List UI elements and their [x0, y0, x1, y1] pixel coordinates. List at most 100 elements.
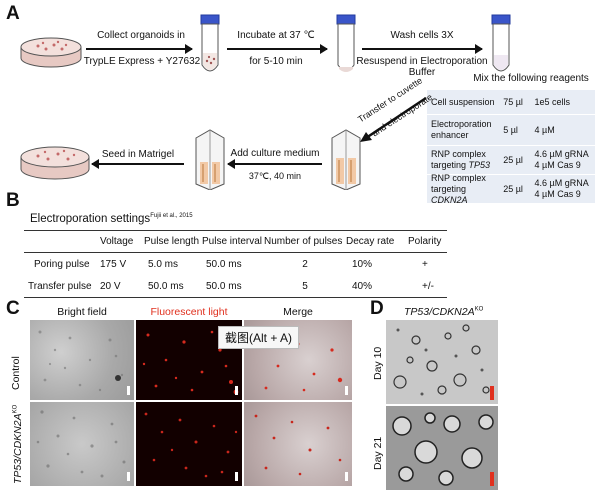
col-title-fluor: Fluorescent light: [150, 306, 228, 318]
step2-line2: for 5-10 min: [249, 56, 303, 67]
tube-icon: [491, 14, 511, 72]
step1-line2: TrypLE Express + Y27632: [83, 56, 201, 67]
header-cell: Decay rate: [346, 235, 395, 247]
reagent-name: RNP complex targeting TP53: [427, 146, 501, 174]
panel-a-label: A: [6, 3, 20, 24]
row-label-control: Control: [10, 356, 22, 390]
arrow-right-1: [86, 44, 193, 54]
image-brightfield-ko: [30, 402, 134, 486]
row-label-ko-sup: KO: [12, 404, 19, 414]
header-cell: Polarity: [408, 235, 442, 247]
row-label: Transfer pulse: [28, 280, 92, 292]
col-title-bright: Bright field: [57, 306, 107, 318]
cell: 2: [302, 258, 308, 270]
arrow-right-2: [227, 44, 328, 54]
reagent-name-text: RNP complex targeting: [431, 149, 486, 170]
culture-line1: Add culture medium: [230, 148, 320, 159]
image-day10: [386, 320, 498, 404]
mix-label: Mix the following reagents: [473, 73, 589, 84]
cell: 50.0 ms: [206, 258, 242, 270]
reagent-volume: 25 µl: [503, 184, 523, 194]
settings-title: Electroporation settingsFujii et al., 20…: [30, 213, 193, 225]
reagent-name-text: RNP complex targeting: [431, 172, 486, 194]
header-cell: Pulse interval: [202, 235, 263, 247]
fluor-dots: [144, 412, 238, 478]
header-cell: [24, 230, 100, 253]
settings-title-text: Electroporation settings: [30, 213, 151, 225]
reagent-volume: 5 µl: [503, 125, 518, 135]
panel-d-label: D: [370, 298, 384, 319]
screenshot-tooltip: 截图(Alt + A): [218, 326, 300, 349]
reagent-table: Cell suspension 75 µl 1e5 cells Electrop…: [427, 90, 595, 205]
organoid-texture: [392, 412, 494, 486]
reagent-name: Electroporation enhancer: [431, 119, 492, 140]
reagent-volume: 25 µl: [503, 155, 523, 165]
table-row: Transfer pulse 20 V 50.0 ms 50.0 ms 5 40…: [24, 275, 447, 297]
header-cell: Voltage: [100, 235, 134, 247]
reagent-row: RNP complex targeting CDKN2A 25 µl 4.6 µ…: [427, 173, 595, 205]
row-label-day10: Day 10: [372, 346, 384, 380]
step1-line1: Collect organoids in: [97, 30, 185, 41]
scale-bar: [490, 386, 494, 400]
step2-line1: Incubate at 37 ℃: [237, 30, 315, 41]
petri-dish-icon: [20, 146, 90, 180]
arrow-left-2: [91, 159, 184, 169]
header-cell: Number of pulses: [264, 235, 343, 247]
row-label: Poring pulse: [34, 258, 90, 270]
seed-label: Seed in Matrigel: [101, 149, 175, 160]
cuvette-icon: [331, 129, 361, 190]
table-rule-mid: [24, 252, 447, 253]
panel-b-label: B: [6, 190, 20, 211]
row-label-ko: TP53/CDKN2AKO: [12, 405, 24, 484]
step3-line3: Buffer: [408, 67, 436, 78]
table-row: Poring pulse 175 V 5.0 ms 50.0 ms 2 10% …: [24, 253, 447, 276]
tube-icon: [200, 14, 220, 72]
reagent-row: RNP complex targeting TP53 25 µl 4.6 µM …: [427, 146, 595, 175]
panel-d-title: TP53/CDKN2AKO: [404, 306, 483, 318]
arrow-right-3: [362, 44, 483, 54]
table-header-row: Voltage Pulse length Pulse interval Numb…: [24, 230, 447, 253]
scale-bar: [345, 386, 348, 395]
scale-bar: [490, 472, 494, 486]
electroporation-table: Voltage Pulse length Pulse interval Numb…: [24, 230, 447, 297]
image-merge-ko: [244, 402, 352, 486]
merge-dots: [254, 414, 342, 476]
cell: 10%: [352, 258, 373, 270]
table-rule-bottom: [24, 297, 447, 298]
reagent-content: 4.6 µM gRNA 4 µM Cas 9: [534, 178, 589, 199]
image-day21: [386, 406, 498, 490]
cell: 5.0 ms: [148, 258, 179, 270]
scale-bar: [345, 472, 348, 481]
tube-icon: [336, 14, 356, 72]
reagent-row: Cell suspension 75 µl 1e5 cells: [427, 90, 595, 115]
cell: 50.0 ms: [206, 280, 242, 292]
reagent-content: 4.6 µM gRNA 4 µM Cas 9: [534, 149, 589, 170]
reagent-row: Electroporation enhancer 5 µl 4 µM: [427, 115, 595, 146]
cell: 5: [302, 280, 308, 292]
row-label-ko-text: TP53/CDKN2A: [12, 413, 24, 484]
panel-d-title-sup: KO: [474, 306, 484, 313]
reagent-name: RNP complex targeting CDKN2A: [427, 170, 501, 209]
citation: Fujii et al., 2015: [150, 213, 193, 220]
image-fluorescent-ko: [136, 402, 242, 486]
reagent-content: 4 µM: [534, 124, 555, 135]
scale-bar: [127, 472, 130, 481]
reagent-content: 1e5 cells: [534, 96, 571, 107]
arrow-diagonal: [360, 96, 427, 142]
header-cell: Pulse length: [144, 235, 200, 247]
step3-line1: Wash cells 3X: [390, 30, 454, 41]
cell: 20 V: [100, 280, 121, 292]
cell: 40%: [352, 280, 373, 292]
panel-d-title-text: TP53/CDKN2A: [404, 306, 475, 318]
scale-bar: [127, 386, 130, 395]
scale-bar: [235, 472, 238, 481]
cell: +: [422, 258, 428, 270]
cell: +/-: [422, 280, 434, 292]
cell-texture: [38, 330, 124, 392]
reagent-name: Cell suspension: [431, 96, 495, 107]
panel-c-label: C: [6, 298, 20, 319]
gene-name: CDKN2A: [431, 194, 468, 205]
cell: 50.0 ms: [148, 280, 184, 292]
arrow-left-1: [227, 159, 322, 169]
organoid-texture: [393, 324, 490, 396]
